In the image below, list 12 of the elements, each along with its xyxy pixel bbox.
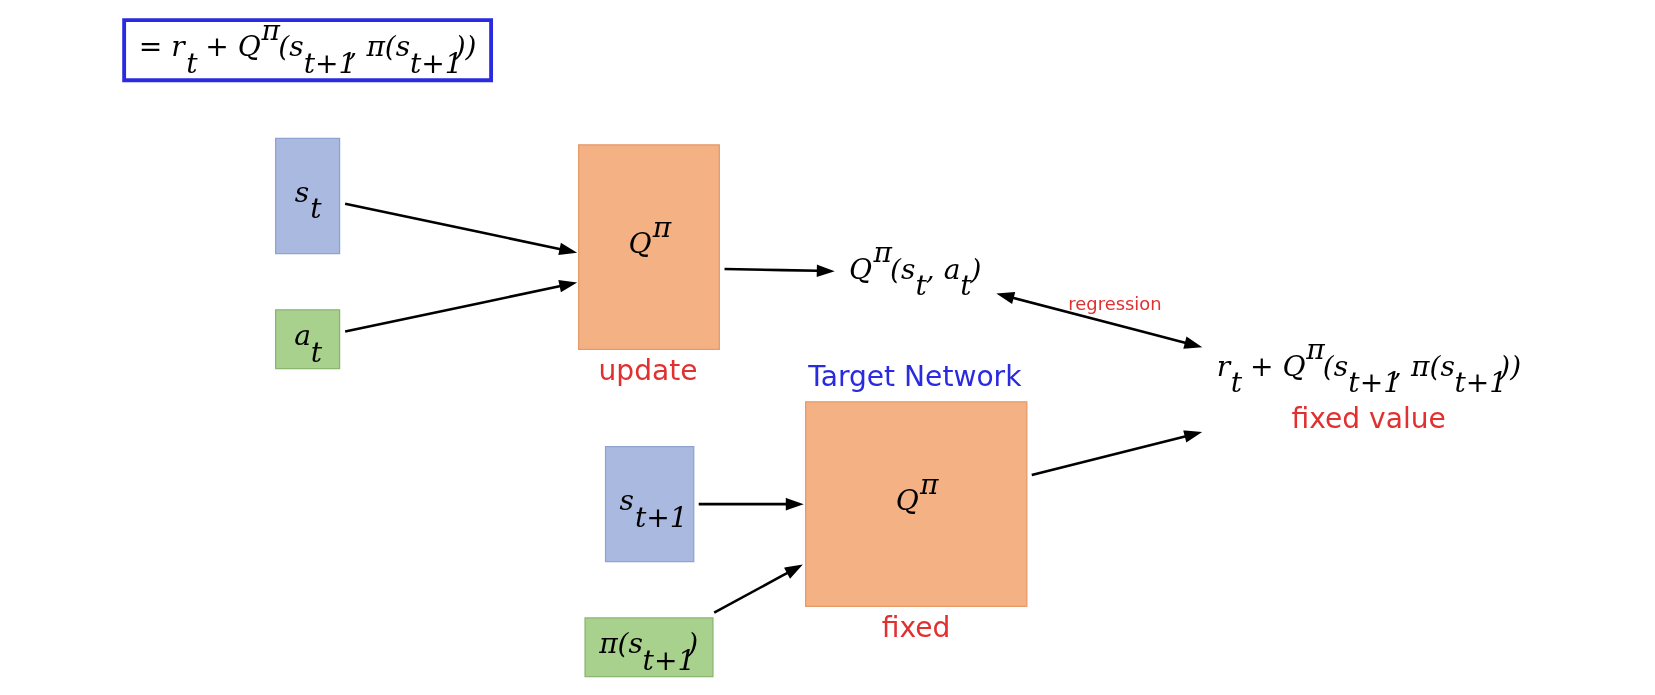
node-label: fixed [881, 610, 950, 644]
node-label: Target Network [807, 359, 1021, 393]
arrow [1030, 430, 1202, 477]
arrow [713, 564, 803, 614]
node-label: fixed value [1290, 402, 1446, 436]
arrow [344, 280, 577, 333]
arrow [995, 291, 1202, 349]
arrow [344, 202, 577, 256]
node-label: update [598, 353, 698, 387]
arrow [698, 497, 804, 511]
arrow [724, 264, 835, 278]
edge-label: regression [1067, 293, 1162, 315]
